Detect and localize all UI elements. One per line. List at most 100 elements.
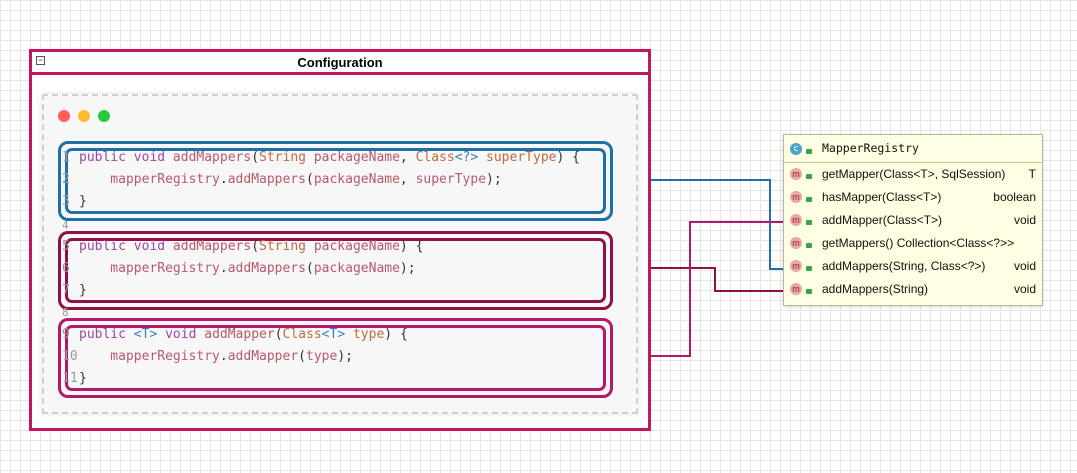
method-return-type: void: [1013, 259, 1036, 273]
code-token: addMappers: [172, 150, 252, 165]
code-token: (: [251, 239, 260, 254]
class-icon: c: [790, 143, 802, 155]
code-token: addMappers: [172, 239, 252, 254]
code-line: 3}: [62, 191, 87, 213]
code-token: .: [219, 349, 228, 364]
method-signature: addMappers(String, Class<?>): [822, 259, 986, 273]
code-token: );: [486, 172, 502, 187]
method-icon: m: [790, 191, 802, 203]
line-number: 10: [62, 349, 78, 364]
code-token: mapperRegistry: [79, 349, 220, 364]
line-number: 5: [62, 239, 70, 254]
code-token: addMapper: [227, 349, 299, 364]
code-token: ,: [399, 150, 416, 165]
code-line: 10 mapperRegistry.addMapper(type);: [62, 346, 353, 368]
code-token: ) {: [556, 150, 580, 165]
code-line: 2 mapperRegistry.addMappers(packageName,…: [62, 169, 502, 191]
method-icon: m: [790, 168, 802, 180]
code-line: 11}: [62, 368, 87, 390]
code-token: (: [251, 150, 260, 165]
registry-method-row[interactable]: m getMappers() Collection<Class<?>>: [784, 232, 1042, 255]
code-token: ) {: [384, 327, 408, 342]
line-number: 6: [62, 261, 70, 276]
code-line: 6 mapperRegistry.addMappers(packageName)…: [62, 258, 416, 280]
line-number: 9: [62, 327, 70, 342]
code-token: addMappers: [227, 261, 306, 276]
window-close-dot: [58, 110, 70, 122]
window-minimize-dot: [78, 110, 90, 122]
code-token: superType: [478, 150, 557, 165]
code-token: }: [79, 371, 87, 386]
code-token: ,: [399, 172, 416, 187]
method-icon: m: [790, 214, 802, 226]
method-signature: getMapper(Class<T>, SqlSession): [822, 167, 1006, 181]
code-block-add-mappers-supertype: [58, 141, 613, 221]
line-number: 11: [62, 371, 78, 386]
code-token: packageName: [313, 150, 400, 165]
arrow-block2-to-addmappers-string: [623, 267, 810, 296]
method-icon: m: [790, 260, 802, 272]
method-return-type: boolean: [993, 190, 1036, 204]
code-token: }: [79, 194, 87, 209]
method-return-type: void: [1013, 282, 1036, 296]
code-token: type: [345, 327, 385, 342]
code-token: addMappers: [227, 172, 306, 187]
line-number: 2: [62, 172, 70, 187]
code-token: Class: [282, 327, 322, 342]
public-lock-icon: [806, 266, 812, 271]
method-signature: addMapper(Class<T>): [822, 213, 943, 227]
code-token: String: [259, 150, 314, 165]
line-number-between: 4: [62, 219, 69, 232]
code-token: (: [298, 349, 306, 364]
registry-method-row[interactable]: m addMappers(String, Class<?>) void: [784, 255, 1042, 278]
code-token: public: [79, 327, 134, 342]
method-signature: getMappers() Collection<Class<?>>: [822, 236, 1015, 250]
code-token: (: [306, 172, 314, 187]
code-token: (: [274, 327, 283, 342]
code-token: addMapper: [204, 327, 275, 342]
mapper-registry-class-box: c MapperRegistry m getMapper(Class<T>, Sq…: [783, 134, 1043, 306]
code-token: (: [306, 261, 314, 276]
public-lock-icon: [806, 243, 812, 248]
registry-method-row[interactable]: m getMapper(Class<T>, SqlSession) T: [784, 163, 1042, 186]
window-maximize-dot: [98, 110, 110, 122]
code-token: <T>: [321, 327, 346, 342]
code-token: ) {: [399, 239, 424, 254]
collapse-icon[interactable]: −: [36, 55, 45, 65]
code-token: superType: [415, 172, 487, 187]
public-lock-icon: [806, 149, 812, 154]
method-return-type: T: [1028, 167, 1036, 181]
code-token: public void: [79, 150, 173, 165]
configuration-header: − Configuration: [32, 52, 648, 75]
code-token: type: [306, 349, 338, 364]
code-token: mapperRegistry: [79, 261, 220, 276]
code-token: public void: [79, 239, 173, 254]
line-number: 7: [62, 283, 70, 298]
public-lock-icon: [806, 197, 812, 202]
code-token: Class: [415, 150, 455, 165]
code-token: <?>: [454, 150, 479, 165]
method-icon: m: [790, 237, 802, 249]
line-number-between: 8: [62, 306, 69, 319]
code-block-add-mapper: [58, 318, 613, 398]
code-line: 1 public void addMappers(String packageNa…: [62, 147, 580, 169]
mapper-registry-header: c MapperRegistry: [784, 135, 1042, 163]
arrow-block3-to-addmapper-class: [623, 217, 810, 357]
code-line: 7}: [62, 280, 87, 302]
code-token: void: [157, 327, 205, 342]
method-signature: addMappers(String): [822, 282, 929, 296]
line-number: 3: [62, 194, 70, 209]
code-token: .: [219, 261, 228, 276]
code-token: }: [79, 283, 87, 298]
line-number: 1: [62, 150, 70, 165]
mapper-registry-name: MapperRegistry: [822, 141, 919, 155]
code-token: String: [259, 239, 314, 254]
public-lock-icon: [806, 174, 812, 179]
code-token: );: [337, 349, 353, 364]
